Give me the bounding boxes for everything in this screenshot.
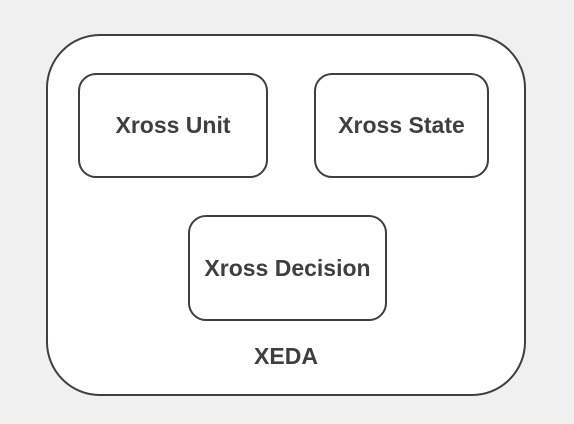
xross-unit-box: Xross Unit [78, 73, 268, 178]
xross-decision-box: Xross Decision [188, 215, 387, 321]
xross-unit-label: Xross Unit [115, 112, 231, 138]
xeda-label: XEDA [254, 343, 318, 369]
xross-state-label: Xross State [338, 112, 465, 138]
xross-decision-label: Xross Decision [204, 254, 371, 281]
xross-state-box: Xross State [314, 73, 489, 178]
